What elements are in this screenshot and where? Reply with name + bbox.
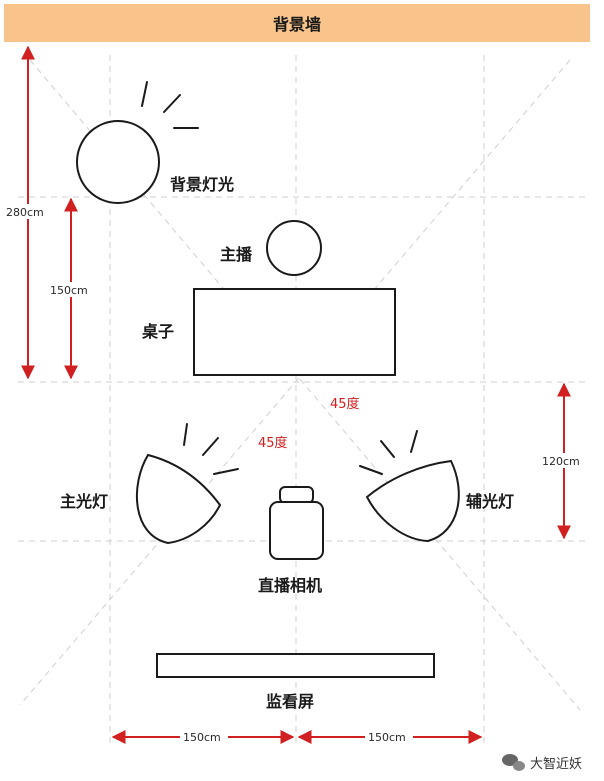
dim-label-120: 120cm [542, 455, 580, 468]
key-light-label: 主光灯 [60, 492, 108, 511]
dim-label-bg-bottom-right [365, 730, 413, 745]
camera-top [279, 486, 314, 504]
dim-label-280: 280cm [6, 206, 44, 219]
monitor: 监看屏 [156, 653, 435, 711]
camera-body [269, 501, 324, 560]
dim-label-bg-120 [540, 453, 588, 468]
angle-label-upper: 45度 [330, 396, 360, 412]
table-label: 桌子 [142, 322, 174, 341]
host-label: 主播 [220, 245, 253, 264]
angle-label-lower: 45度 [258, 435, 288, 451]
dim-label-bottom-right: 150cm [368, 731, 406, 744]
background-light-circle [76, 120, 160, 204]
background-wall-bar [4, 4, 590, 42]
key-light-rays [183, 423, 239, 475]
camera-label: 直播相机 [258, 576, 322, 595]
monitor-rect [156, 653, 435, 678]
camera: 直播相机 [258, 486, 324, 595]
fill-light-rays [359, 430, 418, 475]
dim-label-bg-280 [4, 204, 52, 219]
watermark-text: 大智近妖 [530, 757, 582, 772]
background-wall-label: 背景墙 [273, 15, 321, 34]
background-wall: 背景墙 [4, 4, 590, 42]
dim-label-bg-150-vertical [48, 282, 96, 297]
dim-label-150-vertical: 150cm [50, 284, 88, 297]
fill-light-label: 辅光灯 [466, 492, 514, 511]
key-light-shape [135, 453, 222, 545]
wechat-icon [502, 754, 525, 771]
background-light: 背景灯光 [76, 81, 234, 204]
dim-label-bottom-left: 150cm [183, 731, 221, 744]
table: 桌子 [142, 288, 396, 376]
watermark: 大智近妖 [502, 754, 582, 772]
guide-diagonal-a [29, 59, 581, 711]
monitor-label: 监看屏 [266, 692, 314, 711]
fill-light-shape [365, 459, 460, 543]
table-rect [193, 288, 396, 376]
dim-label-bg-bottom-left [180, 730, 228, 745]
host-circle [266, 220, 322, 276]
background-light-rays [141, 81, 199, 129]
background-light-label: 背景灯光 [170, 175, 234, 194]
key-light: 主光灯 [60, 423, 239, 545]
fill-light: 辅光灯 [359, 430, 514, 543]
host: 主播 [220, 220, 322, 276]
guide-diagonal-b [19, 59, 571, 706]
